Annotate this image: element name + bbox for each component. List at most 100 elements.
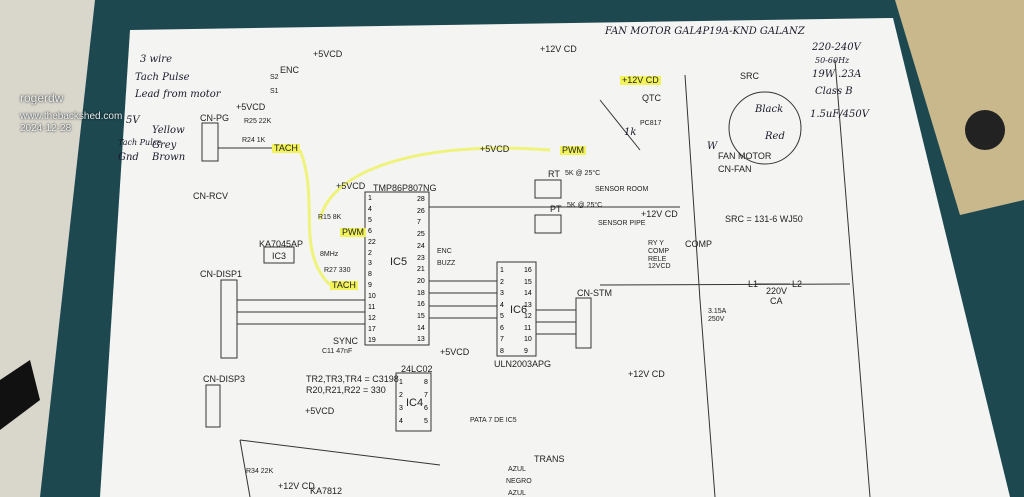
pin-number: 23 <box>417 254 425 262</box>
paper-sheet <box>100 18 1010 497</box>
note-black: Black <box>755 104 784 115</box>
pin-number: 6 <box>368 227 372 235</box>
cn-disp1-label: CN-DISP1 <box>200 269 243 279</box>
enc-label: ENC <box>280 65 300 75</box>
spec-freq: 50-60Hz <box>815 56 850 65</box>
sync-tag: SYNC <box>333 336 359 346</box>
tach-tag-pg: TACH <box>272 143 300 153</box>
ic5-label: IC5 <box>390 256 408 268</box>
pin-number: 14 <box>417 324 425 332</box>
mains-ca: CA <box>770 296 783 306</box>
pin-number: 25 <box>417 231 425 239</box>
relay-line-3: RELE <box>648 256 667 263</box>
pin-number: 1 <box>368 195 372 202</box>
pin-number: 21 <box>417 266 425 274</box>
sensor-pipe: SENSOR PIPE <box>598 220 646 227</box>
wire-grey: Grey <box>152 140 177 151</box>
spec-voltage: 220-240V <box>812 42 861 53</box>
trans-wire-1: AZUL <box>508 466 526 473</box>
ic6-part: ULN2003APG <box>494 359 552 369</box>
vcc-12v-stm: +12V CD <box>628 369 665 379</box>
pwm-highlight-trace <box>318 146 551 221</box>
pc817-label: PC817 <box>640 120 662 127</box>
vcc-5v-ic4: +5VCD <box>440 347 470 357</box>
pin-number: 22 <box>368 238 376 246</box>
pwm-tag-qtc: PWM <box>560 145 586 155</box>
note-1k: 1k <box>624 127 637 138</box>
cn-disp3-label: CN-DISP3 <box>203 374 246 384</box>
pin-number: 3 <box>368 260 372 268</box>
fuse-voltage: 250V <box>708 316 725 323</box>
pin-number: 2 <box>500 278 504 286</box>
pin-number: 24 <box>417 242 425 250</box>
pin-number: 20 <box>417 277 425 285</box>
trans-wire-3: AZUL <box>508 490 526 497</box>
ic5-part: TMP86P807NG <box>373 183 437 193</box>
note-line-2: Tach Pulse <box>135 72 190 83</box>
vcc-5v-ic5: +5VCD <box>336 181 366 191</box>
vcc-12v-qtc: +12V CD <box>620 75 661 85</box>
pin-number: 17 <box>368 325 376 333</box>
comp-label: COMP <box>685 239 712 249</box>
r-note: R20,R21,R22 = 330 <box>306 385 386 395</box>
s1-label: S1 <box>270 88 279 95</box>
pin-number: 11 <box>524 324 532 332</box>
note-w: W <box>707 141 718 152</box>
pcb-board <box>895 0 1024 215</box>
vcc-5v-pg: +5VCD <box>236 102 266 112</box>
pin-number: 8 <box>500 347 504 355</box>
pin-number: 13 <box>417 336 425 344</box>
pin-number: 14 <box>524 290 532 297</box>
pin-number: 8 <box>424 379 428 386</box>
pin-number: 1 <box>500 267 504 274</box>
pt-label: PT <box>550 204 562 214</box>
pin-number: 8 <box>368 271 372 279</box>
tach-highlight-trace <box>298 149 332 287</box>
pin-number: 1 <box>399 379 403 386</box>
vcc-5v-sensor: +5VCD <box>480 144 510 154</box>
pin-number: 15 <box>417 313 425 321</box>
watermark-date: 2024-12-28 <box>20 123 72 134</box>
pin-number: 12 <box>368 314 376 322</box>
l2-label: L2 <box>792 279 803 289</box>
wire-yellow: Yellow <box>152 125 185 136</box>
pin-number: 19 <box>368 336 376 344</box>
note-red: Red <box>765 131 785 142</box>
pin-number: 4 <box>500 301 504 309</box>
pin-number: 13 <box>524 301 532 309</box>
sensor-room: SENSOR ROOM <box>595 186 649 193</box>
vcc-12v-bottom: +12V CD <box>278 481 315 491</box>
pin-number: 26 <box>417 207 425 215</box>
relay-line-1: RY Y <box>648 240 664 247</box>
l1-label: L1 <box>748 279 759 289</box>
wire-5v: 5V <box>126 115 140 126</box>
rt-label: RT <box>548 169 560 179</box>
pin-number: 3 <box>399 405 403 412</box>
vcc-5v-disp: +5VCD <box>305 406 335 416</box>
watermark-site[interactable]: www.thebackshed.com <box>20 111 123 122</box>
pin-number: 9 <box>368 282 372 290</box>
spec-power: 19W .23A <box>812 69 862 80</box>
enc-tag: ENC <box>437 248 452 255</box>
pin-number: 16 <box>417 301 425 309</box>
pwm-tag-ic5: PWM <box>340 227 366 237</box>
c11-label: C11 47nF <box>322 348 353 355</box>
cn-rcv-label: CN-RCV <box>193 191 228 201</box>
wire-brown: Brown <box>152 152 186 163</box>
trans-wire-2: NEGRO <box>506 478 532 485</box>
sensor-pipe-value: 5K @ 25°C <box>567 202 603 209</box>
watermark-user: rogerdw <box>20 91 64 105</box>
fuse-rating: 3.15A <box>708 308 727 315</box>
pin-number: 7 <box>500 336 504 343</box>
pin-number: 5 <box>424 418 428 425</box>
schematic-wires <box>201 59 871 497</box>
left-surface <box>0 0 95 497</box>
relay-line-4: 12VCD <box>648 263 671 270</box>
pin-number: 9 <box>524 347 528 355</box>
pen <box>0 360 40 430</box>
r27-label: R27 330 <box>324 267 351 274</box>
r24-label: R24 1K <box>242 137 266 144</box>
